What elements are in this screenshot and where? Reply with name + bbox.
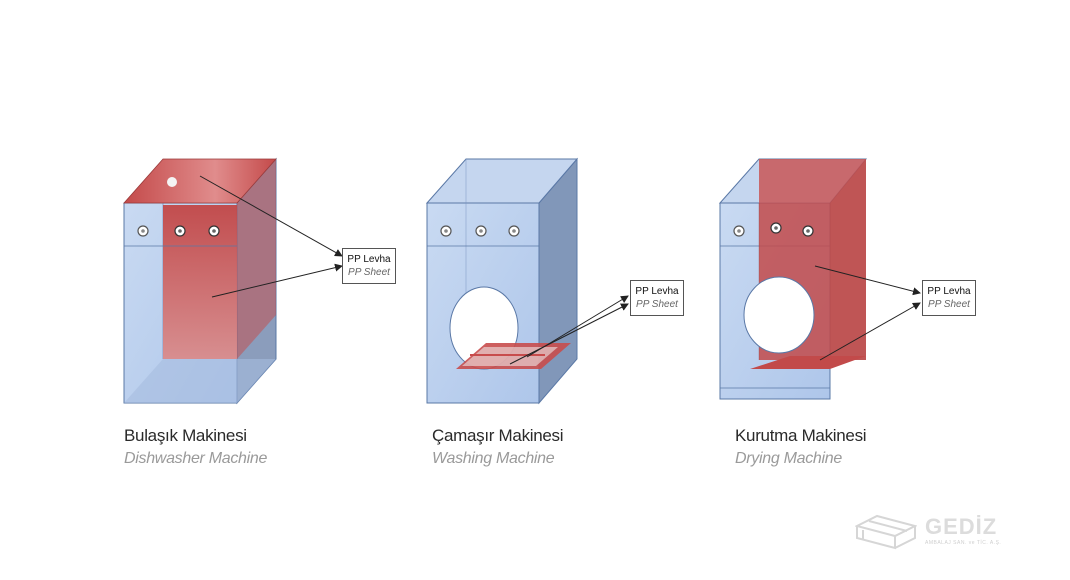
- pp-label-dryer: PP Levha PP Sheet: [922, 280, 976, 316]
- caption-title-en: Dishwasher Machine: [124, 450, 268, 467]
- washing-machine-illustration: [425, 157, 629, 405]
- gediz-logo: GEDİZ AMBALAJ SAN. ve TİC. A.Ş.: [854, 512, 1015, 552]
- pp-label-en: PP Sheet: [348, 267, 390, 278]
- logo-mark-icon: [854, 514, 918, 550]
- pp-label-tr: PP Levha: [635, 286, 679, 297]
- caption-title-en: Drying Machine: [735, 450, 842, 467]
- drying-machine-illustration: [718, 158, 921, 400]
- caption-washer: Çamaşır Makinesi Washing Machine: [432, 426, 564, 468]
- caption-dryer: Kurutma Makinesi Drying Machine: [735, 426, 867, 468]
- dryer-door: [743, 276, 815, 354]
- dishwasher-top-panel: [123, 158, 277, 204]
- caption-title-tr: Çamaşır Makinesi: [432, 426, 564, 445]
- pp-label-tr: PP Levha: [347, 254, 391, 265]
- pp-label-washer: PP Levha PP Sheet: [630, 280, 684, 316]
- caption-title-tr: Kurutma Makinesi: [735, 426, 867, 445]
- dishwasher-illustration: [123, 157, 343, 405]
- caption-title-tr: Bulaşık Makinesi: [124, 426, 247, 445]
- logo-subtitle: AMBALAJ SAN. ve TİC. A.Ş.: [925, 540, 1002, 546]
- caption-title-en: Washing Machine: [432, 450, 555, 467]
- logo-name: GEDİZ: [925, 514, 998, 539]
- pp-label-en: PP Sheet: [928, 299, 970, 310]
- pp-label-en: PP Sheet: [636, 299, 678, 310]
- dishwasher-pp-panel: [163, 205, 237, 359]
- pp-label-dishwasher: PP Levha PP Sheet: [342, 248, 396, 284]
- caption-dishwasher: Bulaşık Makinesi Dishwasher Machine: [124, 426, 267, 468]
- pp-label-tr: PP Levha: [927, 286, 971, 297]
